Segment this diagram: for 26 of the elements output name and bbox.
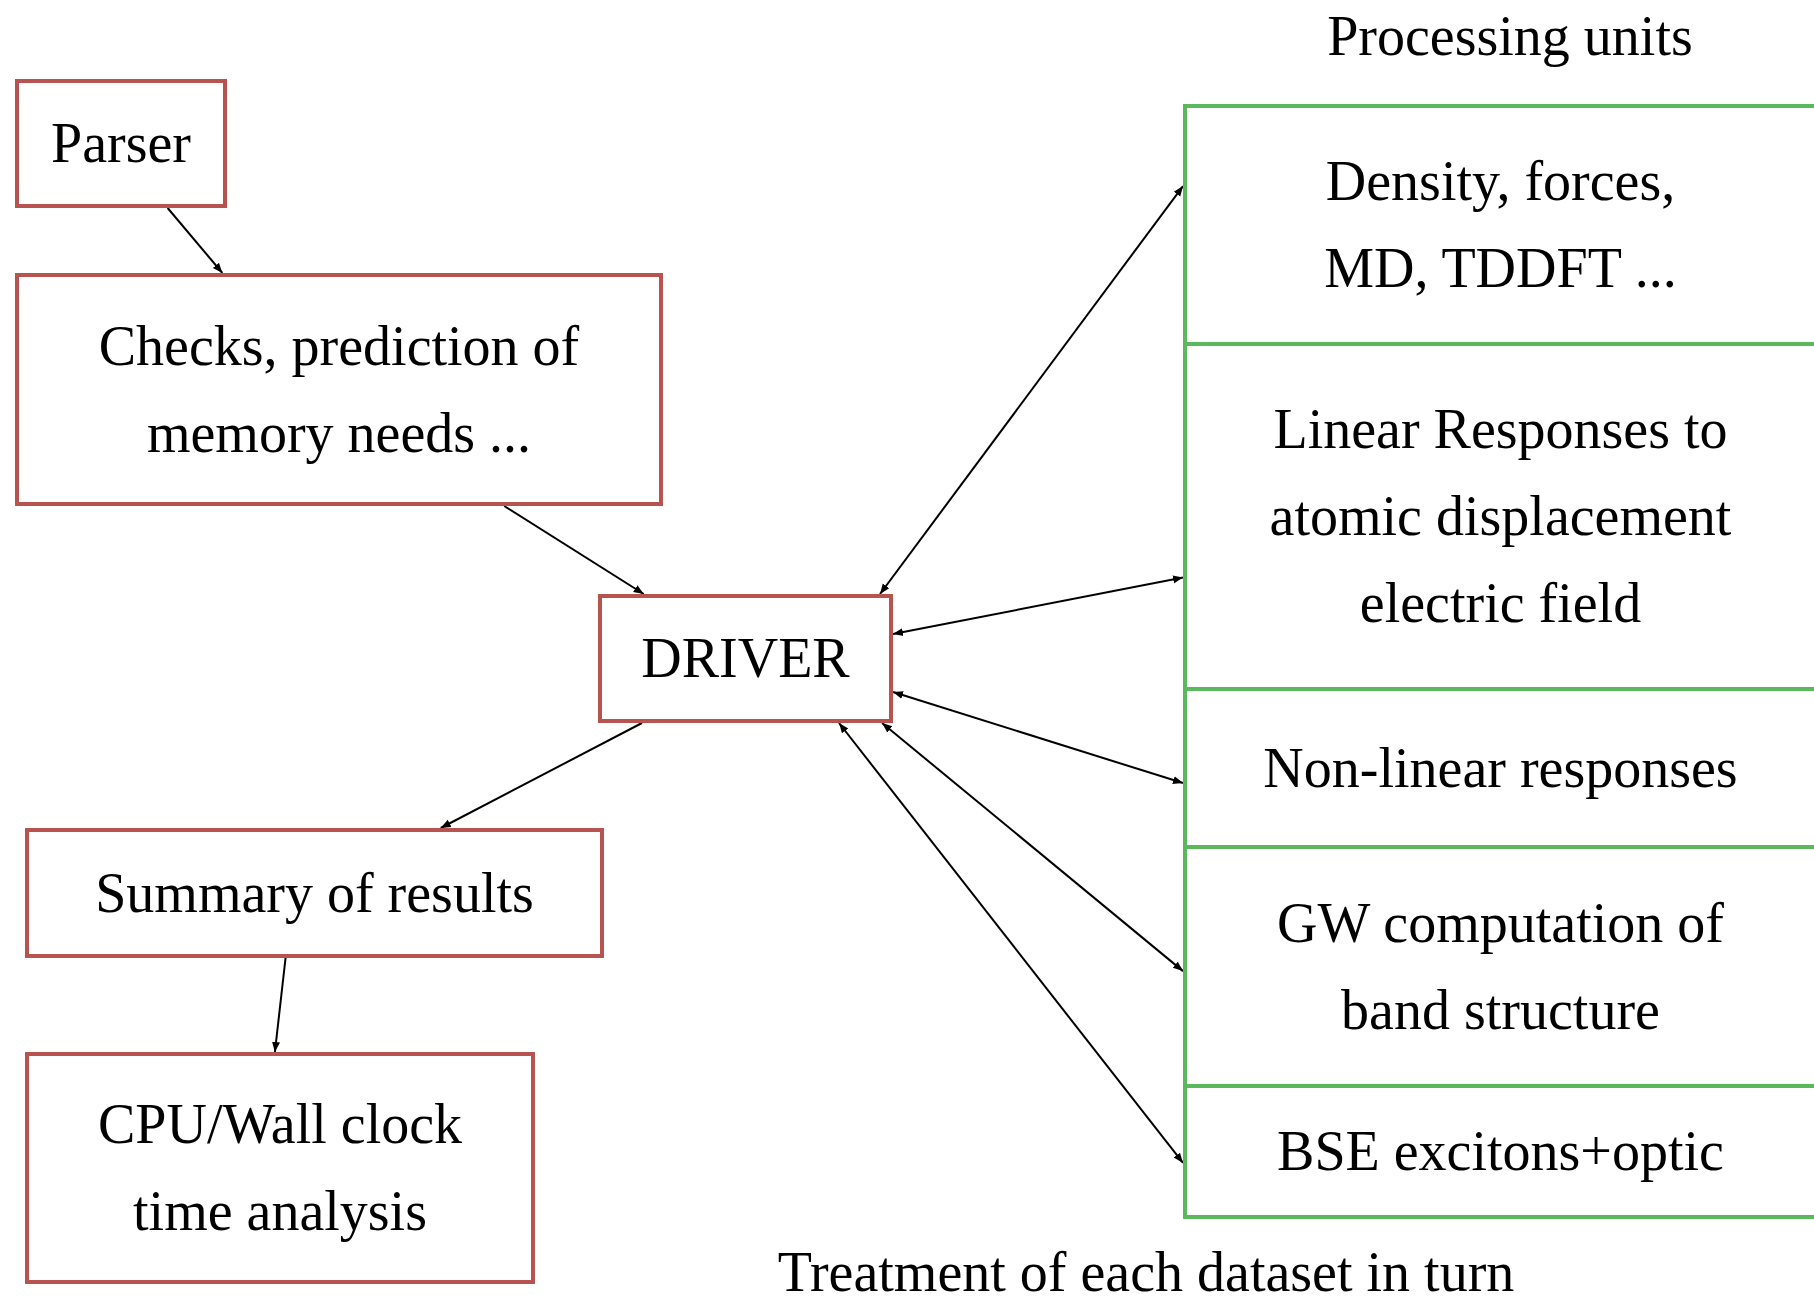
node-text: Density, forces, MD, TDDFT ... [1323, 149, 1678, 301]
node-text: Non-linear responses [1262, 735, 1739, 801]
arrow [272, 957, 287, 1053]
double-arrow [892, 691, 1184, 785]
node-text: GW computation of band structure [1276, 890, 1725, 1043]
node-text: Checks, prediction of memory needs ... [97, 313, 581, 466]
arrow [439, 722, 643, 829]
section-heading: Processing units [1327, 4, 1693, 68]
double-arrow [838, 722, 1184, 1164]
arrow [166, 207, 224, 274]
double-arrow [879, 185, 1184, 595]
checks-box [15, 273, 663, 506]
caption-text: Treatment of each dataset in turn [777, 1240, 1515, 1304]
node-text: Linear Responses to atomic displacement electric field [1268, 397, 1733, 636]
driver-box [598, 594, 893, 723]
double-arrow [892, 575, 1184, 636]
parser-box [15, 79, 227, 208]
double-arrow [881, 722, 1184, 973]
timing-box [25, 1052, 535, 1284]
node-text: CPU/Wall clock time analysis [96, 1092, 464, 1244]
arrow [503, 505, 645, 595]
node-text: BSE excitons+optic [1276, 1119, 1725, 1185]
summary-box [25, 828, 604, 958]
node-text: Parser [50, 111, 192, 177]
node-text: Summary of results [94, 860, 535, 926]
node-text: DRIVER [640, 626, 851, 692]
